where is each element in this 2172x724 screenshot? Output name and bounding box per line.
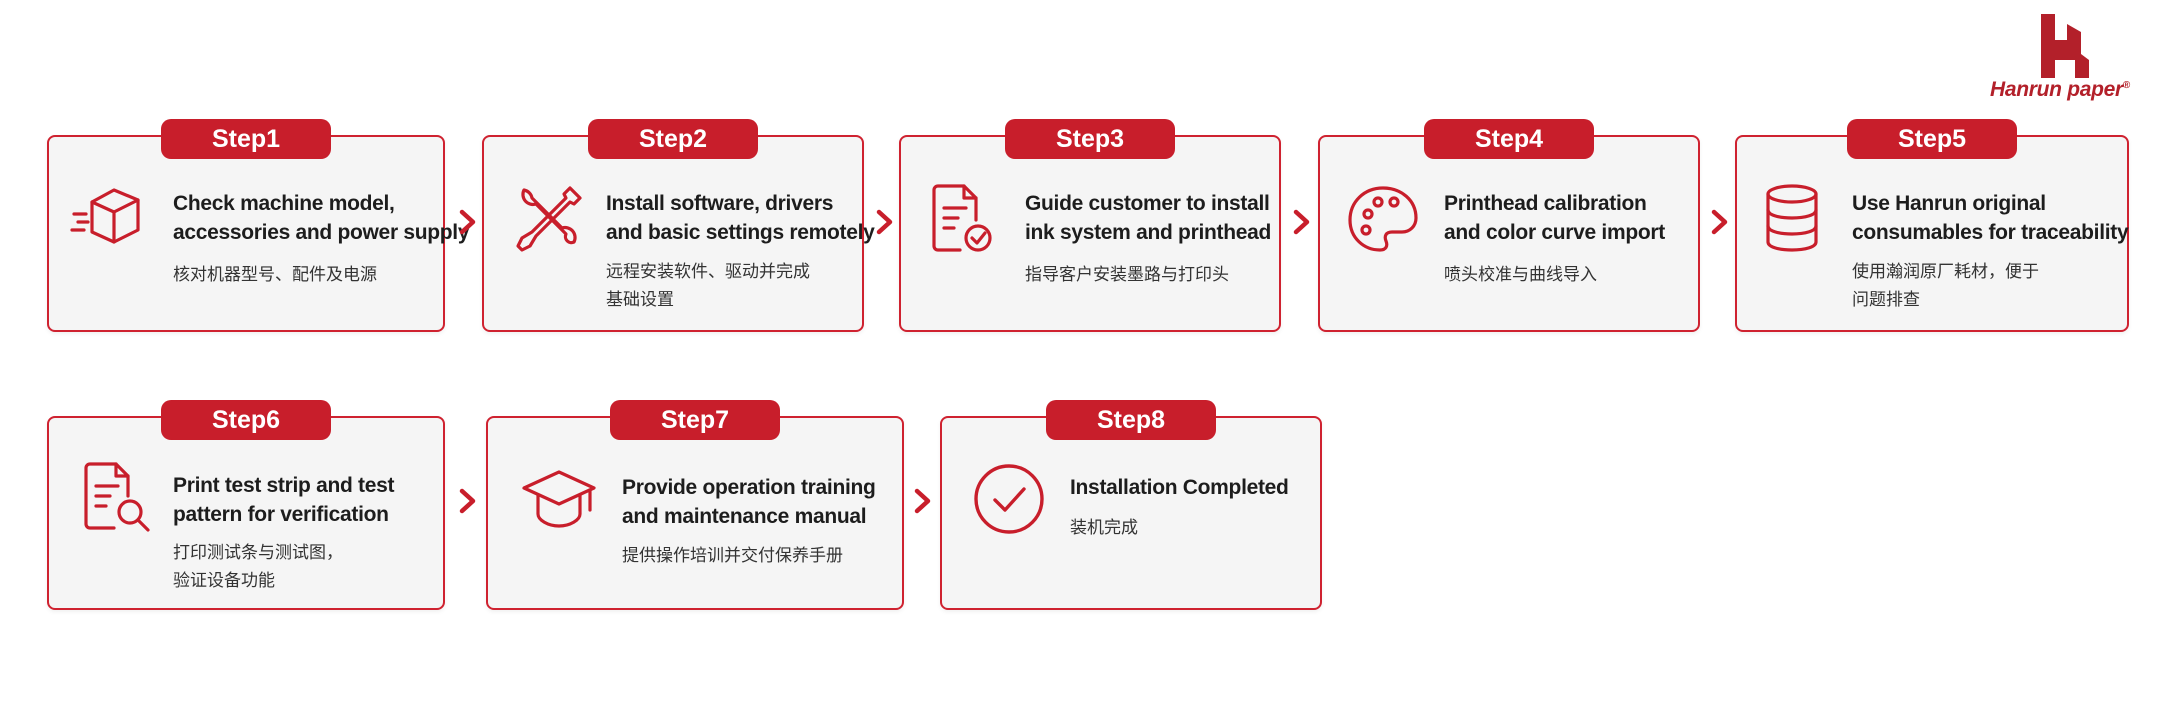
step-subtitle: 核对机器型号、配件及电源 (173, 265, 377, 285)
step-badge: Step6 (161, 400, 331, 440)
step-badge: Step2 (588, 119, 758, 159)
step-title: Provide operation training and maintenan… (622, 476, 876, 528)
document-search-icon (78, 458, 156, 536)
step-card-6: Step6 (47, 400, 445, 610)
step-card-7: Step7 (486, 400, 904, 610)
check-circle-icon (970, 460, 1048, 538)
brand-logo: Hanrun paper® (1982, 14, 2152, 104)
step-title: Print test strip and test pattern for ve… (173, 474, 395, 526)
step-title: Installation Completed (1070, 476, 1289, 499)
database-icon (1753, 180, 1831, 258)
chevron-right-icon (1711, 209, 1729, 235)
chevron-right-icon (459, 488, 477, 514)
chevron-right-icon (459, 209, 477, 235)
step-subtitle: 指导客户安装墨路与打印头 (1025, 265, 1229, 285)
step-badge: Step4 (1424, 119, 1594, 159)
chevron-right-icon (1293, 209, 1311, 235)
step-card-3: Step3 (899, 119, 1281, 332)
brand-name: Hanrun paper® (1990, 78, 2130, 101)
step-subtitle: 装机完成 (1070, 518, 1138, 538)
step-subtitle: 提供操作培训并交付保养手册 (622, 546, 843, 566)
step-title: Guide customer to install ink system and… (1025, 192, 1272, 244)
step-subtitle: 使用瀚润原厂耗材，便于 问题排查 (1852, 262, 2039, 310)
chevron-right-icon (876, 209, 894, 235)
step-badge: Step7 (610, 400, 780, 440)
hanrun-logo-mark (2041, 14, 2089, 78)
color-palette-icon (1344, 180, 1422, 258)
step-title: Check machine model, accessories and pow… (173, 192, 470, 244)
step-card-2: Step2 (482, 119, 864, 332)
step-card-8: Step8 (940, 400, 1322, 610)
step-badge: Step8 (1046, 400, 1216, 440)
step-badge: Step5 (1847, 119, 2017, 159)
step-subtitle: 远程安装软件、驱动并完成 基础设置 (606, 262, 810, 310)
step-title: Use Hanrun original consumables for trac… (1852, 192, 2129, 244)
package-box-icon (70, 180, 148, 258)
step-card-4: Step4 (1318, 119, 1700, 332)
step-title: Printhead calibration and color curve im… (1444, 192, 1665, 244)
document-check-icon (922, 180, 1000, 258)
wrench-screwdriver-icon (510, 180, 588, 258)
step-title: Install software, drivers and basic sett… (606, 192, 875, 244)
step-subtitle: 打印测试条与测试图， 验证设备功能 (173, 543, 343, 591)
graduation-cap-icon (520, 460, 598, 538)
step-badge: Step3 (1005, 119, 1175, 159)
step-subtitle: 喷头校准与曲线导入 (1444, 265, 1597, 285)
step-badge: Step1 (161, 119, 331, 159)
chevron-right-icon (914, 488, 932, 514)
